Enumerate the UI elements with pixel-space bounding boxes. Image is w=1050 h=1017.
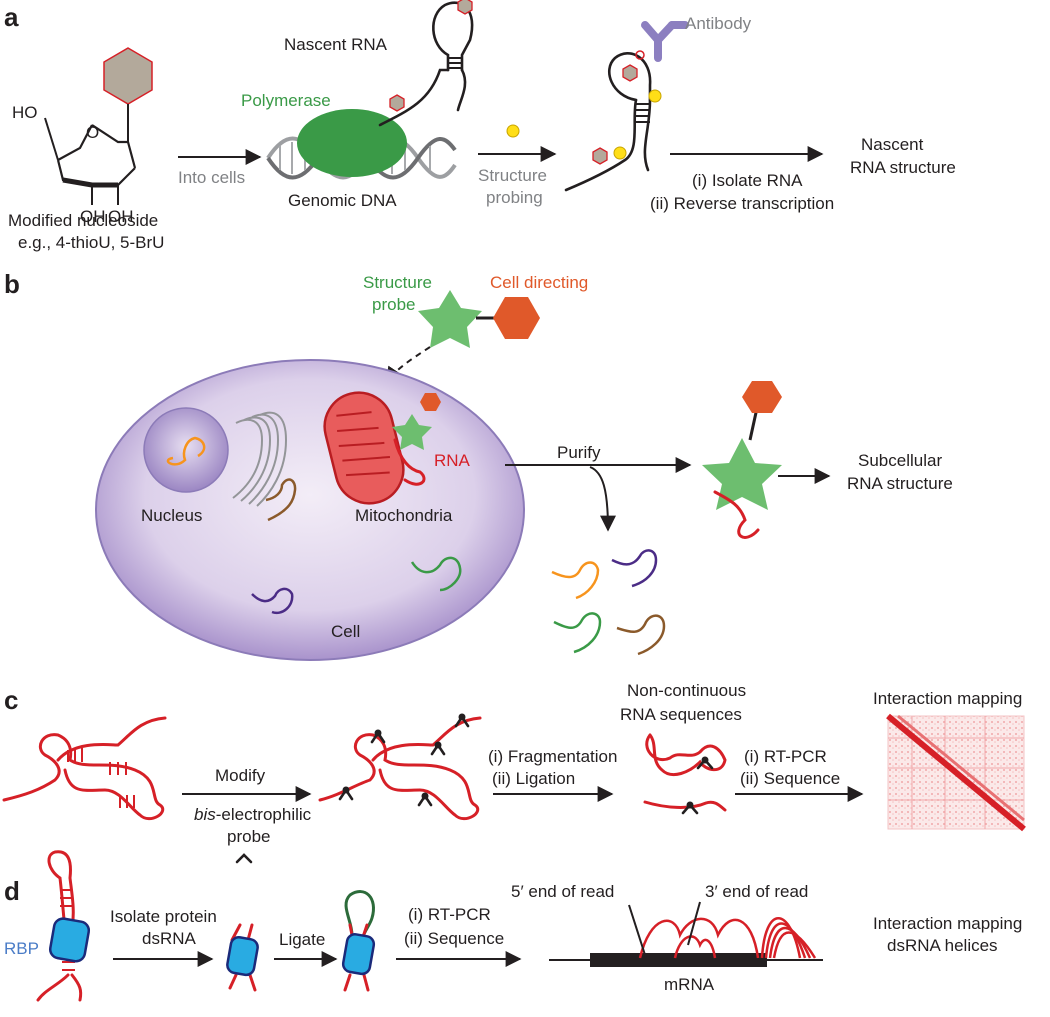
nascent-rna-label: Nascent RNA [284,35,388,54]
mito-rna [393,438,426,486]
noncontinuous-line-2: RNA sequences [620,705,742,724]
golgi-rna [265,478,297,522]
golgi-icon [232,411,288,507]
into-cells-label: Into cells [178,168,245,187]
rbp-rna [36,850,91,1002]
isolate-protein-label: Isolate protein [110,907,217,926]
ligation-label: (ii) Ligation [492,769,575,788]
interaction-mapping-label-d: Interaction mapping [873,914,1022,933]
antibody-icon [641,21,689,62]
bis-electrophilic-label: bis-electrophilic [194,805,312,824]
cell-directing-hexagon-icon [493,297,540,339]
isolated-dsrna [226,923,259,992]
subcellular-line-1: Subcellular [858,451,942,470]
panel-c-tag: c [4,685,18,715]
cyto-rna-purple [251,587,294,615]
step-isolate-rna: (i) Isolate RNA [692,171,803,190]
cyto-rna-green [410,556,462,592]
rna-structure-crosslinked [318,713,482,821]
panel-b-tag: b [4,269,20,299]
ho-label: HO [12,103,38,122]
ligated-dsrna [341,890,376,992]
rna-structure-unmodified [2,716,167,821]
nucleoside-examples: e.g., 4-thioU, 5-BrU [18,233,164,252]
sequence-label-d: (ii) Sequence [404,929,504,948]
nascent-rna [378,0,474,127]
purify-label: Purify [557,443,601,462]
genomic-dna-label: Genomic DNA [288,191,397,210]
crosslinker-icon [235,853,253,864]
modify-label: Modify [215,766,266,785]
rbp-protein-icon [48,917,91,963]
flowthrough-arrow [589,466,616,532]
cell-label: Cell [331,622,360,641]
interaction-mapping-label-c: Interaction mapping [873,689,1022,708]
fragmentation-label: (i) Fragmentation [488,747,617,766]
step-reverse-transcription: (ii) Reverse transcription [650,194,834,213]
structure-probe-label-1: Structure [363,273,432,292]
sequence-label-c: (ii) Sequence [740,769,840,788]
bis-italic: bis [194,805,216,824]
dsrna-label: dsRNA [142,929,197,948]
five-prime-label: 5′ end of read [511,882,614,901]
panel-a-tag: a [4,2,19,32]
probe-label: probe [227,827,270,846]
ligate-label: Ligate [279,930,325,949]
oh-left-label: OH [80,207,106,226]
rt-pcr-label-d: (i) RT-PCR [408,905,491,924]
cell-directing-label: Cell directing [490,273,588,292]
nascent-result-line-1: Nascent [861,135,924,154]
panel-a: a HO O OH OH Modified nucleoside e.g., 4… [4,0,956,252]
rna-label: RNA [434,451,471,470]
panel-c: c Modify bis-electrophilic probe (i) Fra… [2,681,1026,864]
nucleus-rna [166,436,206,466]
purified-complex [702,381,782,539]
subcellular-line-2: RNA structure [847,474,953,493]
panel-d: d RBP Isolate protein dsRNA Ligate [4,850,1022,1002]
nascent-result-line-2: RNA structure [850,158,956,177]
ring-oxygen-label: O [86,123,99,142]
nucleus-icon [143,407,229,493]
noncontinuous-line-1: Non-continuous [627,681,746,700]
nucleoside-label: Modified nucleoside [8,211,158,230]
hexagon-base-icon [103,47,153,105]
panel-b: b Structure probe Cell directing Nucleus… [4,269,953,661]
structure-probe-label-2: probe [372,295,415,314]
structure-probe-star-icon [418,290,482,348]
mrna-label: mRNA [664,975,715,994]
structure-probing-label-2: probing [486,188,543,207]
three-prime-label: 3′ end of read [705,882,808,901]
electrophilic-rest: -electrophilic [216,805,312,824]
heatmap-icon [886,713,1026,832]
mitochondrion-icon [323,391,405,505]
flowthrough-rnas [551,549,666,656]
probe-molecule-icon [506,124,520,138]
mitochondria-label: Mitochondria [355,506,453,525]
nucleus-label: Nucleus [141,506,202,525]
rt-pcr-label-c: (i) RT-PCR [744,747,827,766]
probe-entry-arrow [386,346,431,384]
structure-probing-label-1: Structure [478,166,547,185]
rbp-label: RBP [4,939,39,958]
modified-nucleoside: HO O OH OH [12,47,153,226]
polymerase-label: Polymerase [241,91,331,110]
dsrna-helices-label: dsRNA helices [887,936,998,955]
ligated-fragments [643,733,727,815]
probed-rna [564,50,662,192]
antibody-label: Antibody [685,14,752,33]
oh-right-label: OH [108,207,134,226]
mrna-bar-icon [549,901,823,967]
panel-d-tag: d [4,876,20,906]
